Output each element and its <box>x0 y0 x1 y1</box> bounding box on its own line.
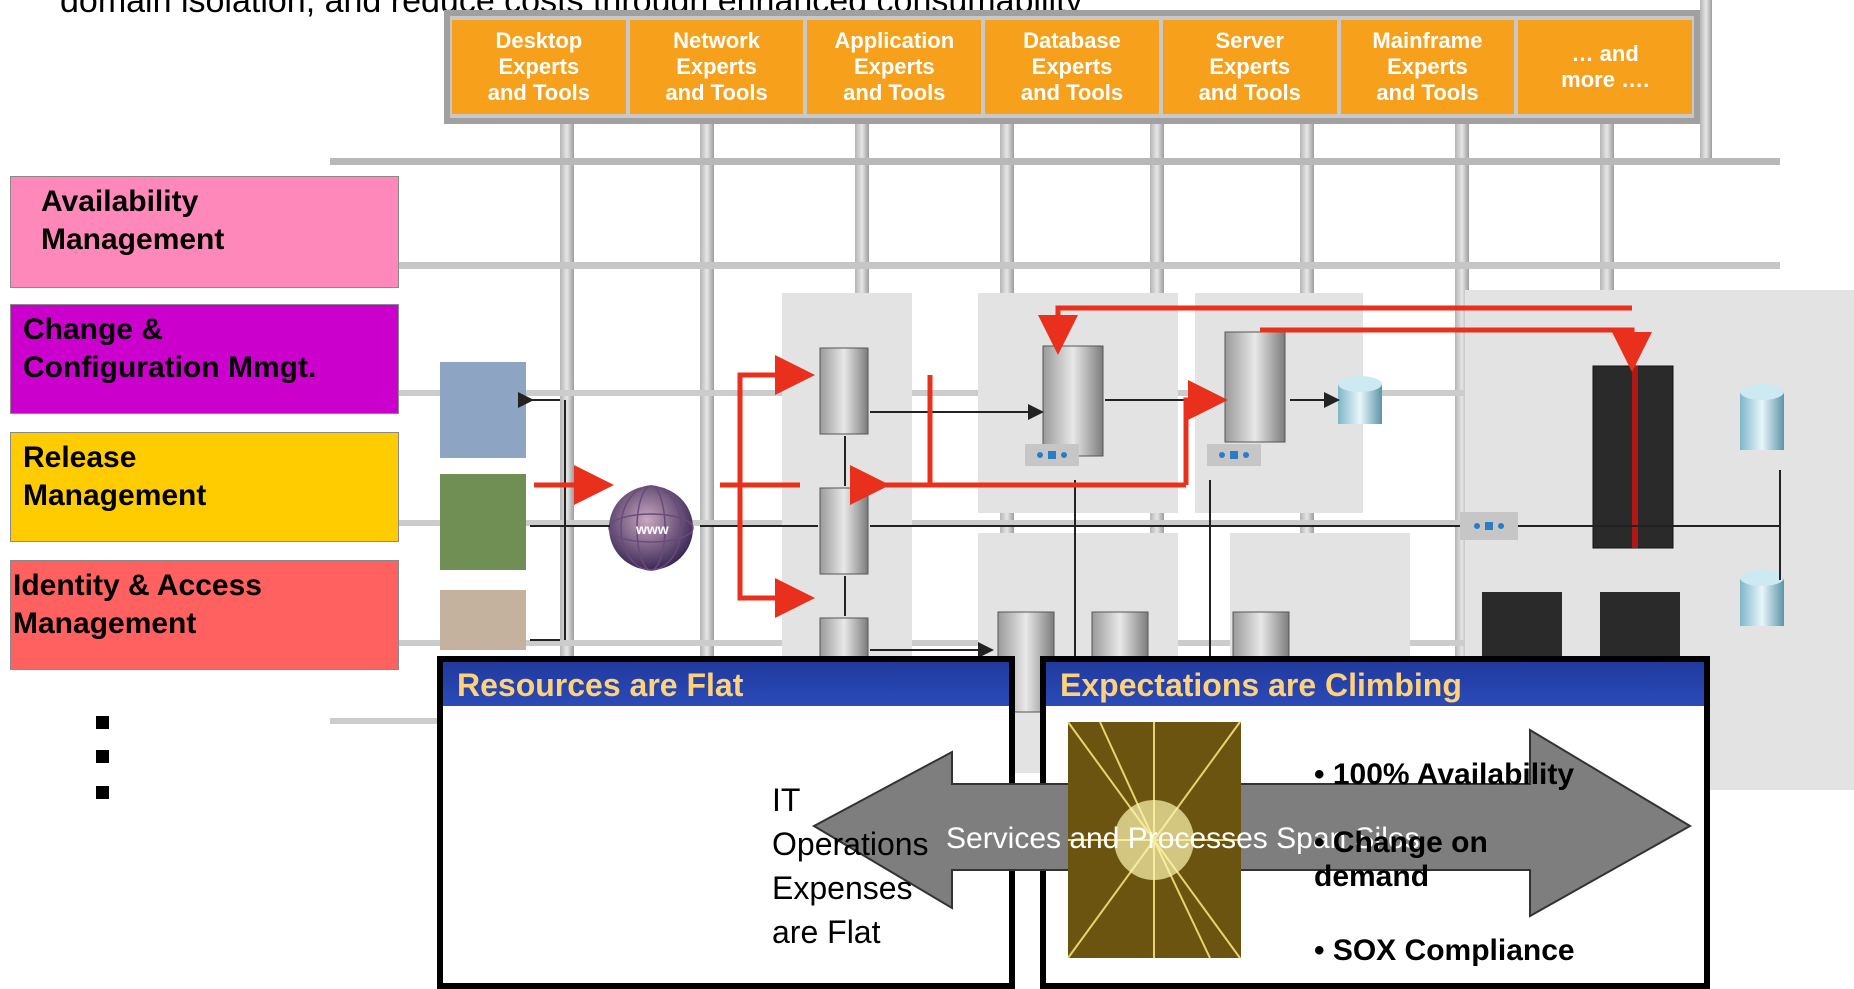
bullet-sox-compliance: • SOX Compliance <box>1314 934 1575 967</box>
release-management: Release Management <box>10 432 399 542</box>
expert-more: … and more …. <box>1518 20 1693 114</box>
identity-access-management: Identity & Access Management <box>10 560 399 670</box>
people-image-2 <box>440 474 526 570</box>
expectations-climbing-title: Expectations are Climbing <box>1046 662 1704 706</box>
people-image-1 <box>440 362 526 458</box>
availability-management: Availability Management <box>10 176 399 288</box>
expert-mainframe: Mainframe Experts and Tools <box>1340 20 1515 114</box>
expert-application: Application Experts and Tools <box>807 20 982 114</box>
ellipsis-dot-1 <box>96 716 109 729</box>
expert-desktop: Desktop Experts and Tools <box>452 20 626 114</box>
ellipsis-dot-2 <box>96 750 109 763</box>
www-globe-icon <box>609 486 693 570</box>
change-configuration-management: Change & Configuration Mmgt. <box>10 304 399 414</box>
bullet-change-on-demand: • Change on demand <box>1314 826 1488 893</box>
resources-flat-title: Resources are Flat <box>443 662 1009 706</box>
ellipsis-dot-3 <box>96 786 109 799</box>
expert-database: Database Experts and Tools <box>985 20 1159 114</box>
it-operations-text: IT Operations Expenses are Flat <box>772 782 929 950</box>
expert-network: Network Experts and Tools <box>629 20 804 114</box>
bullet-availability: • 100% Availability <box>1314 758 1575 791</box>
people-image-3 <box>440 590 526 650</box>
expert-server: Server Experts and Tools <box>1162 20 1337 114</box>
databases <box>1338 376 1784 626</box>
experts-bar: Desktop Experts and Tools Network Expert… <box>444 10 1700 124</box>
span-silos-text: Services and Processes Span Silos <box>946 822 1420 855</box>
svg-text:www: www <box>635 521 669 537</box>
